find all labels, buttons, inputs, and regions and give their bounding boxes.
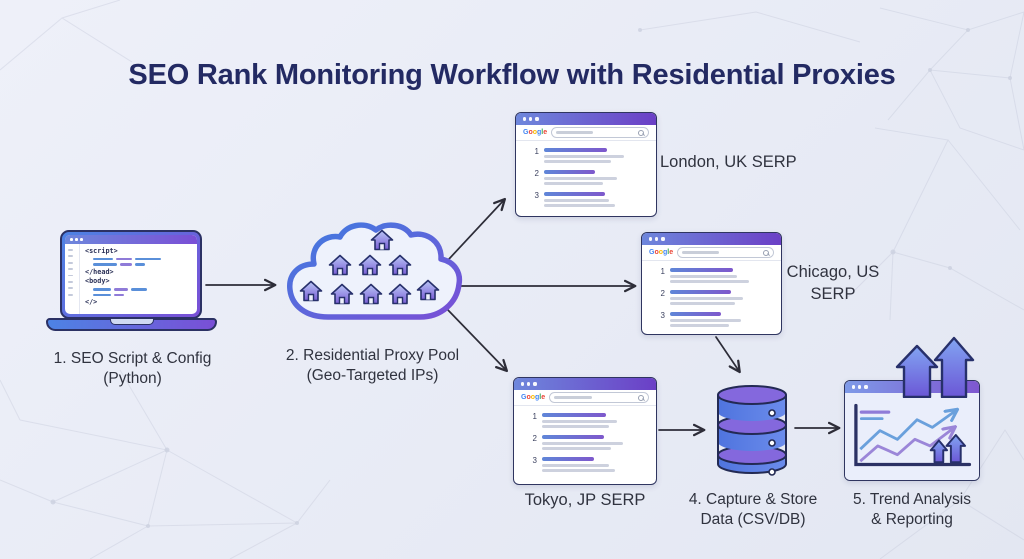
- window-dot-icon: [527, 382, 531, 386]
- label-step5: 5. Trend Analysis & Reporting: [852, 491, 972, 529]
- window-titlebar: [514, 378, 656, 390]
- window-titlebar: [642, 233, 781, 245]
- code-token: <body>: [85, 277, 110, 286]
- magnifier-icon: [638, 394, 644, 401]
- code-token: </>: [85, 298, 98, 307]
- arrow-chicago-to-db: [715, 336, 741, 374]
- page-title: SEO Rank Monitoring Workflow with Reside…: [128, 59, 896, 92]
- label-chicago: Chicago, US SERP: [786, 263, 880, 303]
- google-logo: Google: [521, 394, 546, 401]
- label-london: London, UK SERP: [660, 153, 797, 171]
- search-result-row: 3: [658, 311, 771, 327]
- laptop-titlebar: [65, 235, 197, 244]
- up-arrow-icon: [945, 434, 967, 464]
- search-bar: [551, 127, 649, 138]
- magnifier-icon: [763, 249, 769, 256]
- serp-window-chicago: Google 1 2 3: [641, 232, 782, 335]
- label-step2: 2. Residential Proxy Pool (Geo-Targeted …: [285, 347, 460, 385]
- window-dot-icon: [852, 385, 856, 389]
- chart-axes: [854, 403, 972, 467]
- search-result-row: 1: [530, 413, 646, 428]
- search-bar: [677, 247, 774, 258]
- search-results: 1 2 3: [516, 141, 656, 216]
- window-dot-icon: [70, 238, 73, 241]
- search-result-row: 3: [532, 191, 646, 207]
- window-dot-icon: [533, 382, 537, 386]
- trend-line-blue: [859, 411, 955, 451]
- search-bar: [549, 392, 649, 403]
- google-logo: Google: [523, 129, 548, 136]
- serp-window-london: Google 1 2 3: [515, 112, 657, 217]
- window-dot-icon: [864, 385, 868, 389]
- code-token: </head>: [85, 267, 114, 276]
- up-arrow-icon: [933, 336, 975, 398]
- label-tokyo: Tokyo, JP SERP: [524, 491, 646, 509]
- magnifier-icon: [638, 129, 644, 136]
- search-result-row: 2: [532, 169, 646, 185]
- search-result-row: 1: [532, 148, 646, 163]
- up-arrow-icon: [929, 439, 949, 464]
- window-dot-icon: [649, 237, 653, 241]
- window-dot-icon: [75, 238, 78, 241]
- search-result-row: 2: [658, 289, 771, 305]
- search-results: 1 2 3: [514, 406, 656, 483]
- trend-line-purple: [859, 428, 953, 463]
- serp-window-tokyo: Google 1 2 3: [513, 377, 657, 485]
- window-dot-icon: [523, 117, 527, 121]
- window-dot-icon: [80, 238, 83, 241]
- window-dot-icon: [529, 117, 533, 121]
- code-editor: <script> </head> <body> </>: [80, 244, 197, 314]
- search-results: 1 2 3: [642, 261, 781, 334]
- window-dot-icon: [655, 237, 659, 241]
- laptop-base: [46, 318, 217, 331]
- code-token: <script>: [85, 247, 118, 255]
- up-arrow-icon: [895, 344, 939, 398]
- database-icon: [717, 385, 787, 476]
- google-logo: Google: [649, 249, 674, 256]
- window-titlebar: [516, 113, 656, 125]
- proxy-cloud-icon: [287, 222, 463, 320]
- search-result-row: 2: [530, 434, 646, 450]
- laptop-icon: <script> </head> <body> </>: [60, 230, 202, 319]
- label-step4: 4. Capture & Store Data (CSV/DB): [688, 491, 818, 529]
- window-dot-icon: [535, 117, 539, 121]
- growth-arrows-icon: [895, 336, 975, 398]
- code-gutter: [65, 244, 80, 314]
- window-dot-icon: [521, 382, 525, 386]
- window-dot-icon: [858, 385, 862, 389]
- search-result-row: 1: [658, 268, 771, 283]
- label-step1: 1. SEO Script & Config (Python): [53, 350, 212, 388]
- search-result-row: 3: [530, 456, 646, 472]
- trend-chart: [854, 403, 972, 467]
- window-dot-icon: [661, 237, 665, 241]
